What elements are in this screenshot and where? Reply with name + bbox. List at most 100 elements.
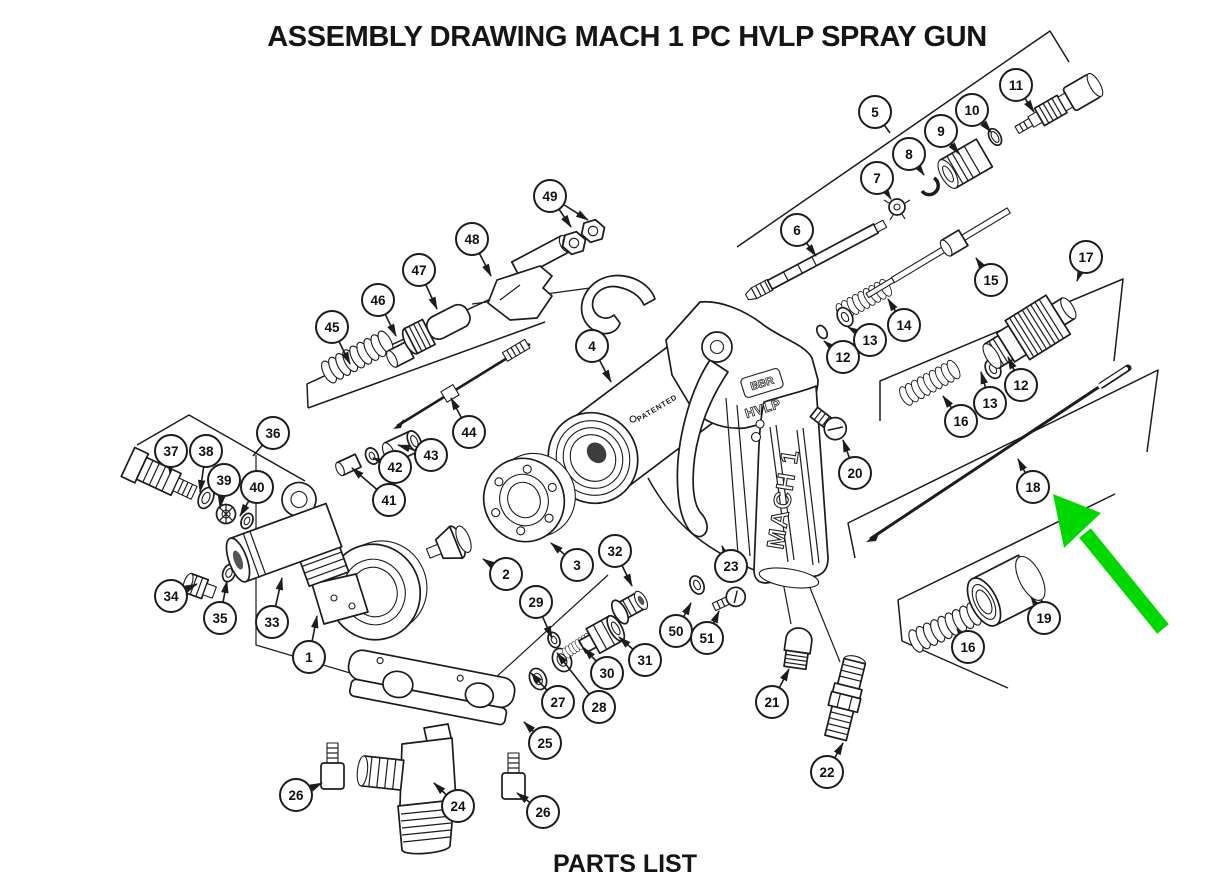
gun-body: BBR HVLP MACH 1 PATENTED — [547, 274, 829, 589]
part-26-screw-right — [501, 752, 526, 800]
bracket-sleeve-group — [897, 493, 1116, 642]
svg-text:23: 23 — [723, 559, 739, 574]
callout-23: 23 — [714, 545, 748, 583]
callout-47: 47 — [402, 253, 438, 310]
front-end-group — [311, 452, 576, 641]
gun-frame-line-2 — [725, 397, 739, 555]
callout-7: 7 — [860, 161, 894, 200]
part-40-washer — [240, 512, 254, 530]
callout-31: 31 — [618, 636, 662, 677]
callout-26: 26 — [279, 778, 323, 812]
connector-handle-22 — [805, 577, 841, 663]
svg-text:37: 37 — [163, 444, 178, 459]
svg-text:12: 12 — [835, 350, 850, 365]
svg-text:26: 26 — [535, 805, 551, 820]
svg-text:26: 26 — [288, 788, 304, 803]
callout-17: 17 — [1069, 240, 1103, 282]
svg-text:47: 47 — [411, 263, 426, 278]
svg-text:13: 13 — [982, 396, 998, 411]
part-51-screw — [711, 586, 747, 612]
handle-trim-1 — [769, 426, 789, 563]
svg-text:1: 1 — [305, 650, 313, 665]
gun-frame-line-1 — [736, 404, 751, 557]
callout-9: 9 — [924, 114, 960, 155]
svg-text:48: 48 — [464, 232, 480, 247]
svg-text:9: 9 — [937, 124, 945, 139]
callout-10: 10 — [955, 93, 992, 133]
svg-text:8: 8 — [905, 147, 913, 162]
callout-46: 46 — [361, 283, 397, 337]
svg-text:51: 51 — [699, 631, 715, 646]
svg-text:36: 36 — [265, 426, 281, 441]
svg-text:21: 21 — [764, 695, 780, 710]
callout-14: 14 — [887, 298, 921, 342]
callout-44: 44 — [450, 397, 486, 449]
svg-text:25: 25 — [537, 736, 553, 751]
brand-plate: BBR — [740, 368, 784, 398]
svg-text:34: 34 — [163, 589, 179, 604]
callout-49: 49 — [533, 179, 589, 228]
svg-text:18: 18 — [1025, 480, 1041, 495]
callout-1: 1 — [292, 615, 326, 674]
callout-41: 41 — [351, 467, 406, 517]
part-44-needle — [393, 338, 531, 429]
callout-21: 21 — [755, 668, 790, 719]
svg-text:5: 5 — [871, 105, 879, 120]
callout-layer: 1234567891011121314151612131718191620212… — [154, 68, 1103, 829]
svg-text:16: 16 — [960, 640, 976, 655]
callout-16: 16 — [942, 395, 978, 438]
svg-text:14: 14 — [896, 318, 912, 333]
callout-32: 32 — [598, 534, 633, 587]
callout-39: 39 — [207, 463, 241, 509]
svg-text:35: 35 — [212, 611, 228, 626]
callout-38: 38 — [189, 434, 223, 493]
part-42-seal — [364, 447, 380, 465]
inlet-fittings-group — [783, 627, 867, 742]
certification-mark-2 — [750, 431, 762, 443]
svg-text:27: 27 — [550, 695, 565, 710]
part-20-trigger-screw — [809, 406, 848, 441]
part-7-star-nut — [883, 198, 911, 221]
part-18-fluid-needle — [866, 364, 1132, 542]
svg-text:49: 49 — [542, 189, 557, 204]
svg-text:39: 39 — [216, 473, 231, 488]
svg-text:30: 30 — [599, 666, 614, 681]
svg-text:44: 44 — [461, 425, 477, 440]
svg-text:42: 42 — [387, 460, 402, 475]
svg-text:13: 13 — [862, 333, 878, 348]
part-48-mounting-bracket — [487, 234, 573, 321]
part-13-packing-a — [836, 306, 854, 328]
callout-22: 22 — [810, 742, 844, 789]
callout-40: 40 — [239, 470, 274, 517]
svg-text:4: 4 — [588, 339, 596, 354]
svg-text:17: 17 — [1078, 250, 1093, 265]
green-arrow-shaft — [1079, 528, 1169, 634]
handle-bottom-face — [758, 567, 820, 589]
page-title: ASSEMBLY DRAWING MACH 1 PC HVLP SPRAY GU… — [267, 21, 987, 53]
callout-45: 45 — [315, 310, 351, 365]
callout-50: 50 — [659, 602, 693, 648]
svg-text:33: 33 — [264, 615, 280, 630]
callout-27: 27 — [530, 672, 575, 719]
svg-text:32: 32 — [607, 544, 622, 559]
part-21-plug — [783, 627, 813, 671]
handle-trim-2 — [775, 424, 795, 561]
part-26-screw-left — [320, 742, 345, 790]
svg-text:3: 3 — [573, 558, 581, 573]
svg-text:11: 11 — [1009, 78, 1024, 93]
upper-valve-group — [317, 216, 607, 429]
air-valve-group — [745, 72, 1104, 323]
green-arrow-head — [1053, 494, 1101, 548]
part-6-valve-rod — [745, 219, 888, 301]
part-12-o-ring-a — [815, 324, 829, 340]
svg-text:7: 7 — [873, 171, 881, 186]
callout-12: 12 — [1004, 356, 1038, 402]
trigger-pivot-hole — [709, 339, 725, 355]
part-33-valve-housing — [225, 481, 350, 588]
bracket-needle-group — [847, 369, 1159, 559]
callout-12: 12 — [823, 340, 860, 374]
svg-text:19: 19 — [1036, 611, 1051, 626]
svg-text:31: 31 — [637, 653, 653, 668]
callout-13: 13 — [847, 323, 887, 357]
callout-4: 4 — [575, 329, 612, 383]
